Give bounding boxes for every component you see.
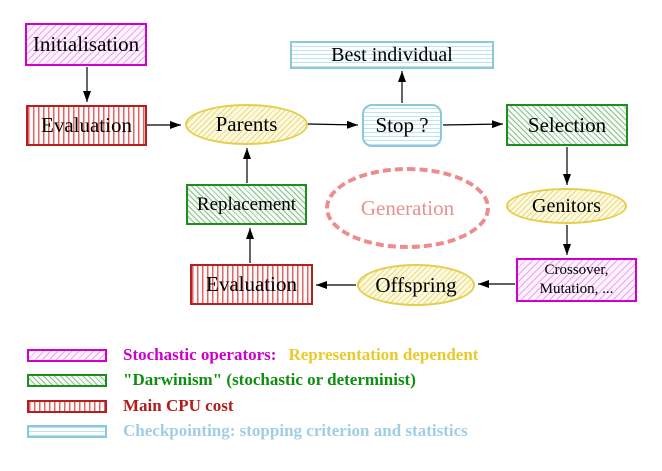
legend-label-checkpointing: Checkpointing: stopping criterion and st… [123, 421, 468, 440]
legend-label-representation: Representation dependent [288, 345, 479, 364]
node-evaluation-bottom: Evaluation [190, 264, 313, 305]
legend-row-checkpointing: Checkpointing: stopping criterion and st… [27, 421, 468, 440]
node-crossover-mutation: Crossover, Mutation, ... [516, 258, 637, 302]
legend-swatch-magenta-hatch [27, 348, 107, 362]
legend-swatch-green-hatch [27, 373, 107, 387]
node-evaluation-top: Evaluation [26, 105, 147, 146]
legend-row-cpu: Main CPU cost [27, 396, 234, 415]
node-replacement: Replacement [186, 184, 307, 225]
legend-label-stochastic: Stochastic operators: [123, 345, 277, 364]
legend-swatch-cyan-stripe [27, 424, 107, 438]
arrow-parents-to-stop [307, 120, 359, 129]
legend-label-cpu: Main CPU cost [123, 396, 234, 415]
legend-swatch-red-stripe [27, 399, 107, 413]
arrow-stop-to-selection [442, 120, 504, 129]
node-offspring: Offspring [357, 264, 475, 306]
legend-row-stochastic: Stochastic operators: Representation dep… [27, 345, 479, 364]
legend-row-darwinism: "Darwinism" (stochastic or determinist) [27, 370, 416, 389]
node-stop: Stop ? [362, 104, 442, 147]
node-selection: Selection [506, 104, 628, 146]
node-initialisation: Initialisation [25, 23, 147, 66]
crossover-label-line2: Mutation, ... [539, 281, 614, 297]
node-genitors: Genitors [506, 188, 627, 224]
node-parents: Parents [185, 104, 308, 145]
node-best-individual: Best individual [290, 41, 494, 69]
node-generation: Generation [325, 167, 490, 249]
crossover-label-line1: Crossover, [544, 262, 609, 279]
legend-label-darwinism: "Darwinism" (stochastic or determinist) [123, 370, 416, 389]
